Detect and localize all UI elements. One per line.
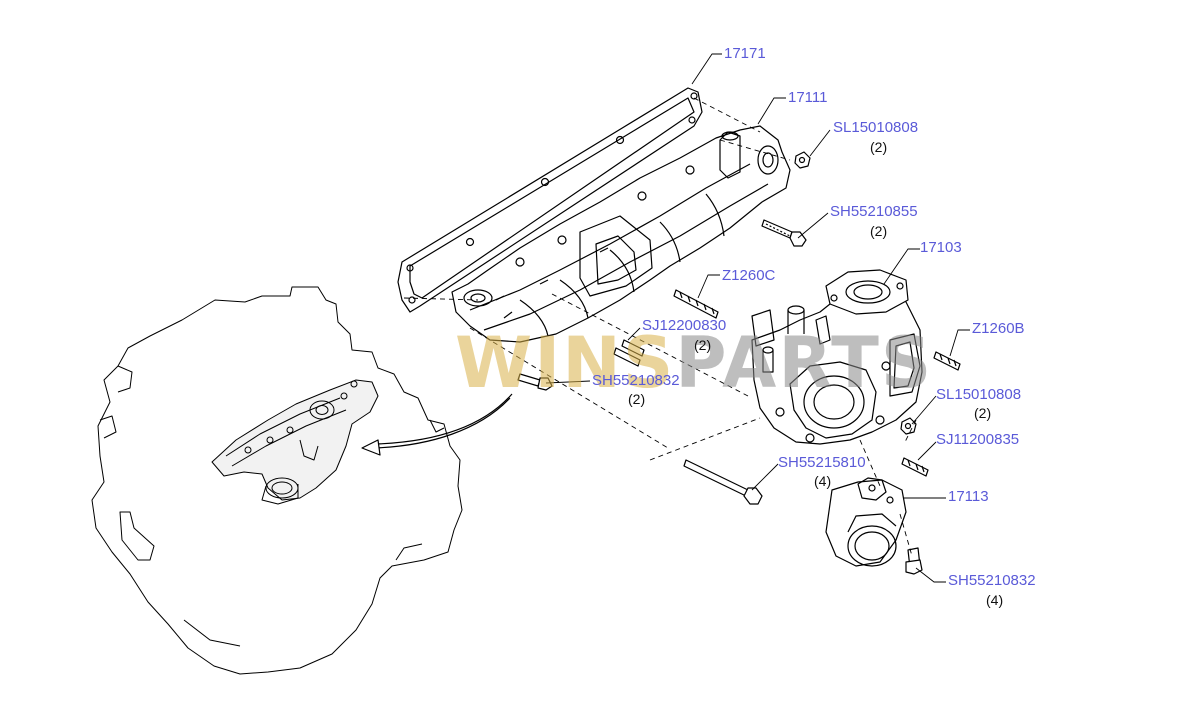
intake-manifold-17111: [451, 125, 791, 343]
callout-sl15010808-right[interactable]: SL15010808: [936, 386, 1022, 403]
assembly-arrow: [361, 393, 513, 456]
qty-sh55210855: (2): [870, 223, 888, 239]
qty-sh55210832-bottom: (4): [986, 592, 1004, 608]
qty-sh55210832-left: (2): [628, 391, 646, 407]
callout-sh55210832-left[interactable]: SH55210832: [592, 372, 680, 389]
qty-sj12200830: (2): [694, 337, 712, 353]
callout-17103[interactable]: 17103: [920, 239, 962, 256]
throttle-body-17103: [751, 269, 923, 445]
qty-sl15010808-right: (2): [974, 405, 992, 421]
callout-sl15010808-top[interactable]: SL15010808: [833, 119, 919, 136]
watermark-part1: WINS: [455, 322, 676, 404]
callout-17111[interactable]: 17111: [788, 89, 828, 106]
callout-17171[interactable]: 17171: [724, 45, 766, 62]
watermark-part2: PARTS: [675, 322, 934, 404]
qty-sl15010808-top: (2): [870, 139, 888, 155]
elbow-17113: [825, 477, 907, 567]
callout-z1260c[interactable]: Z1260C: [722, 267, 776, 284]
watermark: WINSPARTS: [455, 322, 933, 404]
hardware: [517, 151, 961, 575]
callout-z1260b[interactable]: Z1260B: [972, 320, 1025, 337]
assembled-manifold-thumbnail: [211, 379, 379, 505]
callout-sj12200830[interactable]: SJ12200830: [642, 317, 727, 334]
callout-sh55215810[interactable]: SH55215810: [778, 454, 866, 471]
callout-17113[interactable]: 17113: [948, 488, 989, 505]
callout-sj11200835[interactable]: SJ11200835: [936, 431, 1020, 448]
gasket-17171: [397, 87, 703, 313]
leader-lines: [545, 53, 970, 583]
callout-sh55210855[interactable]: SH55210855: [830, 203, 918, 220]
alignment-lines: [403, 97, 917, 557]
qty-sh55215810: (4): [814, 473, 832, 489]
engine-outline: [91, 286, 463, 675]
callout-sh55210832-bottom[interactable]: SH55210832: [948, 572, 1036, 589]
